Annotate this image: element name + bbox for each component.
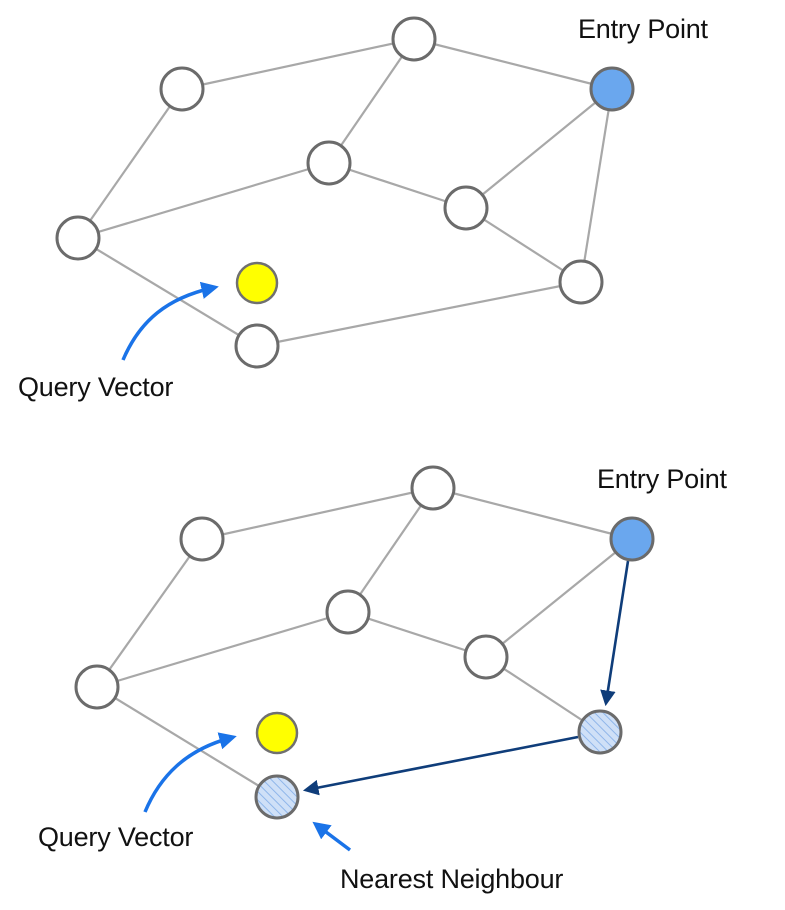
graph-node — [391, 16, 437, 62]
edge — [256, 280, 582, 348]
edge — [201, 486, 434, 541]
entry-point-label: Entry Point — [578, 14, 708, 44]
edge — [96, 538, 203, 688]
edge — [579, 88, 614, 283]
edge — [485, 656, 601, 733]
graph-node — [306, 140, 352, 186]
edge — [96, 610, 349, 689]
graph-node — [179, 516, 225, 562]
entry-point-node — [589, 66, 635, 112]
edge — [77, 88, 183, 239]
entry-point-label: Entry Point — [597, 464, 727, 494]
graph-node — [463, 634, 509, 680]
query-pointer-arrow — [143, 732, 237, 813]
nearest-neighbour-node — [254, 774, 300, 820]
edge — [96, 686, 278, 798]
graph-node — [159, 66, 205, 112]
nearest-neighbour-label: Nearest Neighbour — [340, 864, 564, 894]
edge — [485, 538, 633, 658]
edge — [328, 38, 415, 164]
graph-node — [234, 323, 280, 369]
nearest-pointer-arrow — [312, 821, 352, 852]
edge — [465, 88, 613, 209]
edge — [328, 161, 467, 210]
edge — [413, 37, 613, 91]
edge — [432, 486, 633, 541]
search-step-arrow — [302, 735, 579, 796]
edge — [465, 207, 582, 283]
visited-node — [577, 709, 623, 755]
bottom-edges — [96, 486, 633, 798]
top-nodes — [55, 16, 635, 369]
query-vector-node — [255, 711, 299, 755]
edge — [77, 237, 258, 347]
search-step-arrow — [600, 560, 630, 707]
bottom-nodes — [74, 465, 655, 820]
entry-point-node — [609, 516, 655, 562]
graph-node — [558, 259, 604, 305]
graph-node — [74, 664, 120, 710]
bottom-graph — [74, 465, 655, 852]
query-vector-label: Query Vector — [38, 822, 194, 852]
query-vector-label: Query Vector — [18, 372, 174, 402]
graph-node — [325, 589, 371, 635]
graph-node — [55, 215, 101, 261]
search-path — [302, 560, 630, 796]
query-pointer-arrow — [121, 281, 219, 361]
graph-node — [443, 185, 489, 231]
graph-node — [410, 465, 456, 511]
query-vector-node — [235, 261, 279, 305]
edge — [77, 161, 330, 240]
edge — [181, 37, 415, 91]
top-graph — [55, 16, 635, 369]
top-edges — [77, 37, 614, 348]
edge — [347, 487, 434, 613]
edge — [347, 610, 487, 659]
